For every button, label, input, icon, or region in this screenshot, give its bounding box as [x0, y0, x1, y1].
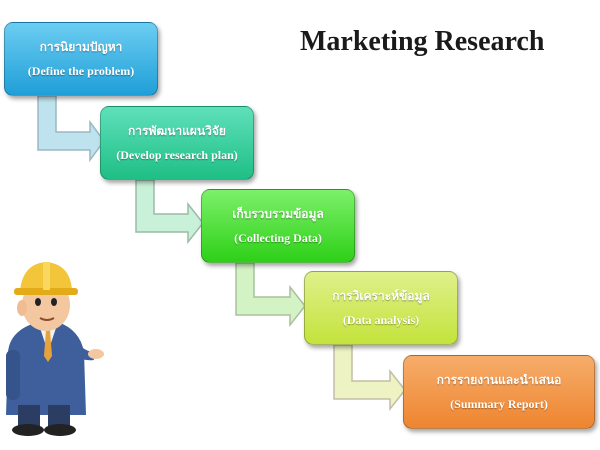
step-english-label: (Define the problem) [27, 64, 135, 78]
step-thai-label: เก็บรวบรวมข้อมูล [232, 207, 324, 221]
connector-arrow-3 [235, 262, 306, 328]
step-english-label: (Develop research plan) [116, 148, 238, 162]
step-thai-label: การพัฒนาแผนวิจัย [128, 124, 226, 138]
step-english-label: (Summary Report) [450, 397, 548, 411]
step-thai-label: การนิยามปัญหา [39, 40, 123, 54]
worker-illustration [6, 262, 104, 436]
step-data-analysis: การวิเคราะห์ข้อมูล (Data analysis) [304, 271, 458, 345]
step-develop-research-plan: การพัฒนาแผนวิจัย (Develop research plan) [100, 106, 254, 180]
step-english-label: (Collecting Data) [234, 231, 322, 245]
connector-arrow-2 [135, 179, 204, 245]
page-title: Marketing Research [300, 26, 545, 57]
step-summary-report: การรายงานและนำเสนอ (Summary Report) [403, 355, 595, 429]
step-english-label: (Data analysis) [342, 313, 420, 327]
step-define-problem: การนิยามปัญหา (Define the problem) [4, 22, 158, 96]
connector-arrow-1 [37, 95, 105, 163]
step-thai-label: การวิเคราะห์ข้อมูล [332, 289, 430, 303]
connector-arrow-4 [333, 344, 406, 412]
step-thai-label: การรายงานและนำเสนอ [436, 373, 562, 387]
step-collecting-data: เก็บรวบรวมข้อมูล (Collecting Data) [201, 189, 355, 263]
